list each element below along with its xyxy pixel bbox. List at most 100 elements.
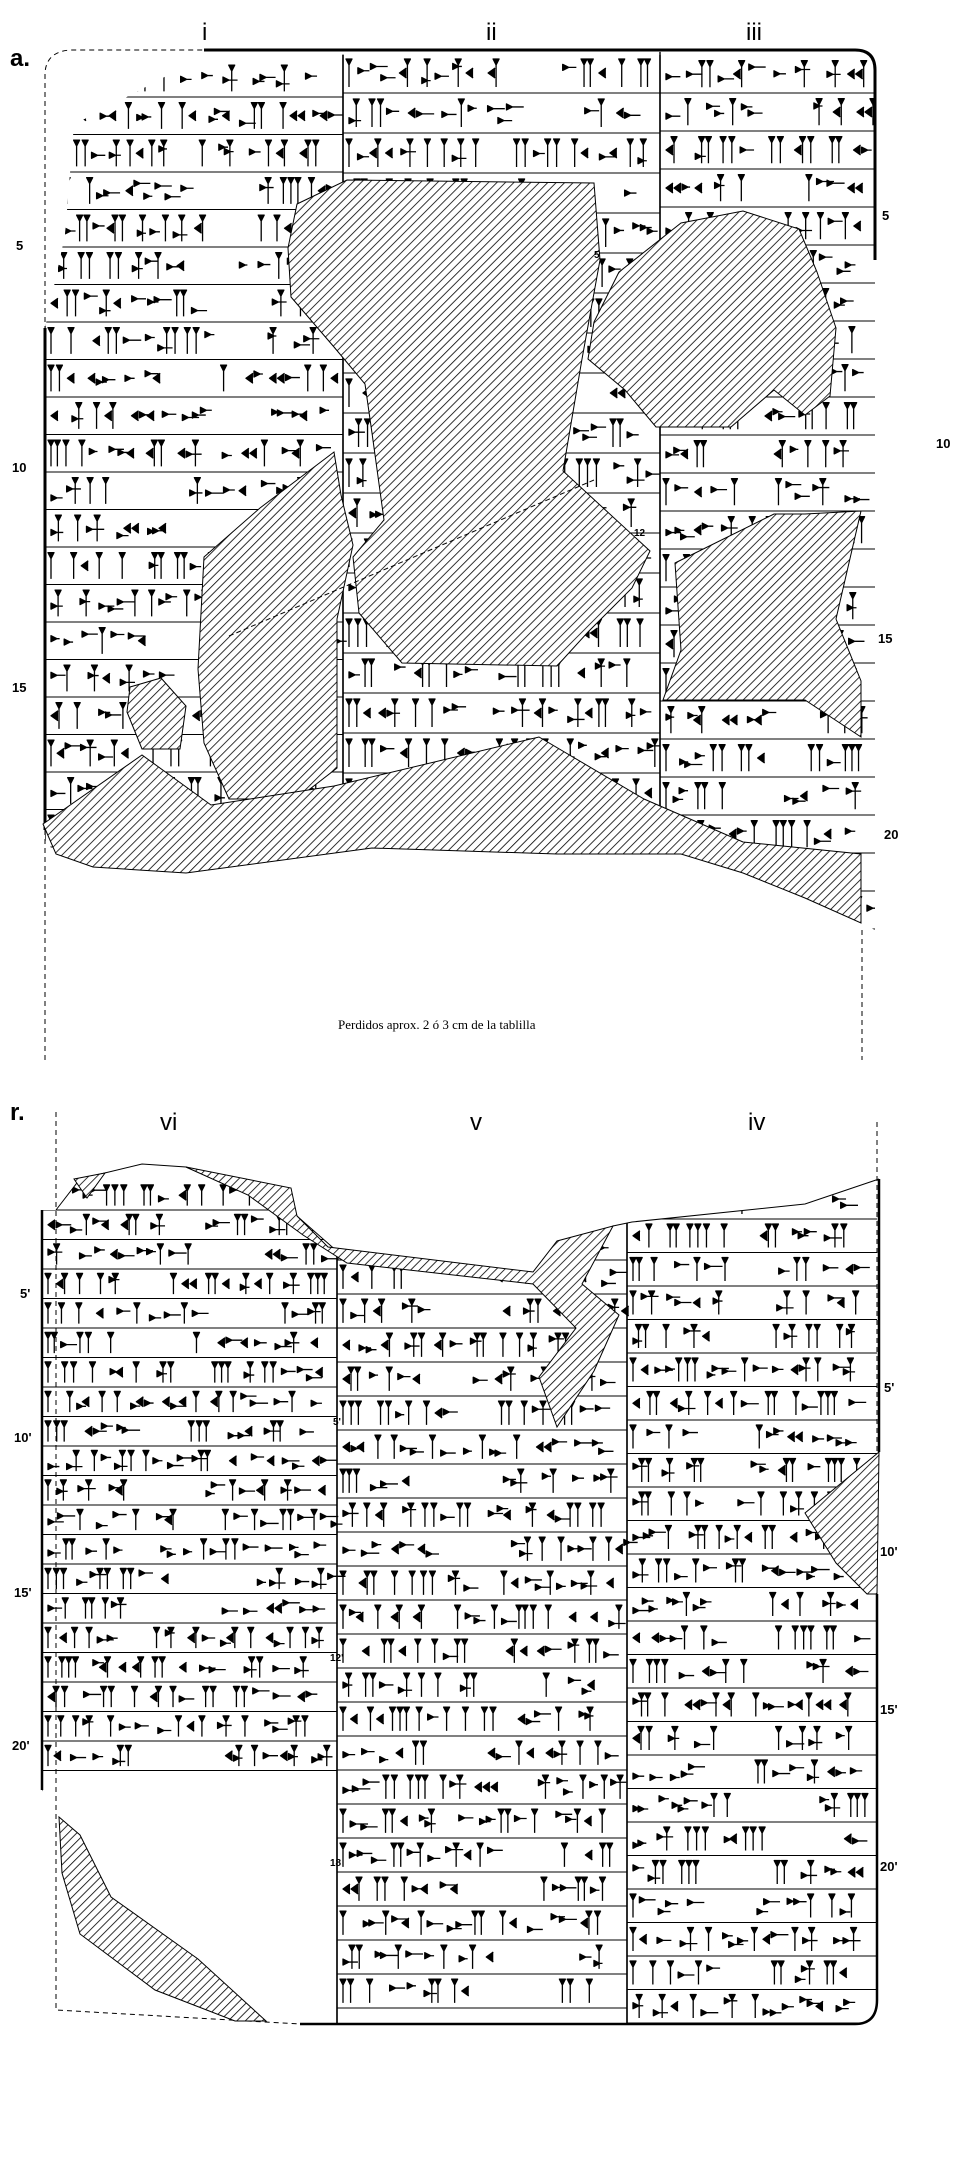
cuneiform-sign [779, 896, 788, 924]
cuneiform-sign [116, 1423, 141, 1434]
cuneiform-sign [187, 1626, 216, 1649]
cuneiform-sign [629, 1893, 656, 1918]
cuneiform-sign [499, 1910, 518, 1935]
cuneiform-sign [546, 1509, 571, 1523]
cuneiform-sign [368, 1264, 376, 1289]
cuneiform-sign [109, 1366, 124, 1378]
cuneiform-sign [92, 1656, 112, 1678]
cuneiform-sign [841, 364, 864, 392]
cuneiform-sign [623, 189, 637, 197]
cuneiform-sign [250, 1508, 279, 1531]
cuneiform-sign [827, 1766, 846, 1778]
cuneiform-sign [468, 1944, 477, 1969]
cuneiform-sign [107, 1331, 115, 1354]
cuneiform-sign [712, 1290, 723, 1315]
line-number: 10 [12, 460, 26, 475]
cuneiform-sign [156, 1243, 187, 1265]
cuneiform-sign [636, 618, 644, 647]
damage-area [73, 1172, 107, 1199]
damage-reverse [58, 1166, 880, 2022]
cuneiform-sign [161, 410, 177, 418]
cuneiform-sign [632, 1528, 666, 1542]
cuneiform-sign [154, 251, 185, 279]
cuneiform-sign [272, 1692, 291, 1700]
cuneiform-sign [828, 1893, 851, 1918]
cuneiform-sign [110, 739, 129, 767]
cuneiform-sign [157, 101, 166, 129]
cuneiform-sign [598, 147, 618, 161]
cuneiform-sign [549, 1468, 557, 1493]
cuneiform-sign [232, 1685, 270, 1708]
cuneiform-sign [310, 1399, 322, 1407]
cuneiform-sign [464, 666, 479, 674]
cuneiform-sign [560, 1842, 569, 1867]
obverse-face: a. i ii iii 5 10 15 5 10 15 20 5 12 Perd… [10, 19, 950, 1060]
cuneiform-sign [709, 1725, 718, 1750]
cuneiform-sign [268, 1567, 286, 1590]
cuneiform-sign [845, 1263, 870, 1275]
cuneiform-sign [133, 64, 149, 92]
cuneiform-sign [656, 1826, 674, 1851]
cuneiform-sign [575, 458, 601, 487]
cuneiform-sign [846, 592, 857, 620]
cuneiform-sign [848, 326, 856, 354]
cuneiform-sign [412, 1373, 421, 1385]
cuneiform-sign [558, 1978, 574, 2003]
cuneiform-sign [47, 1462, 60, 1471]
cuneiform-sign [721, 714, 738, 726]
cuneiform-sign [423, 1978, 442, 2003]
cuneiform-sign [315, 444, 332, 452]
cuneiform-sign [405, 1400, 413, 1425]
cuneiform-sign [199, 1664, 226, 1674]
cuneiform-sign [221, 1508, 248, 1531]
cuneiform-sign [771, 1365, 784, 1374]
cuneiform-sign [402, 1502, 417, 1527]
cuneiform-sign [845, 782, 862, 810]
cuneiform-sign [428, 1434, 456, 1459]
cuneiform-sign [401, 1475, 410, 1487]
cuneiform-sign [148, 589, 178, 617]
damage-area [185, 1166, 620, 1429]
cuneiform-sign [802, 1290, 810, 1315]
cuneiform-sign [515, 1740, 535, 1765]
line-number: 5' [884, 1380, 894, 1395]
inner-line-number: 5' [333, 1417, 341, 1428]
cuneiform-sign [50, 410, 59, 422]
cuneiform-sign [289, 1543, 309, 1559]
cuneiform-sign [87, 372, 116, 386]
cuneiform-sign [751, 1993, 782, 2018]
cuneiform-sign [50, 139, 63, 167]
cuneiform-sign [629, 1926, 648, 1951]
cuneiform-sign [646, 1428, 661, 1437]
cuneiform-sign [397, 1672, 413, 1697]
cuneiform-sign [471, 1910, 485, 1935]
cuneiform-sign [201, 71, 213, 80]
cuneiform-sign [99, 289, 122, 317]
cuneiform-sign [629, 1424, 637, 1449]
cuneiform-sign [311, 1455, 337, 1467]
cuneiform-sign [665, 1424, 673, 1449]
cuneiform-sign [776, 1290, 794, 1315]
cuneiform-sign [345, 618, 371, 647]
cuneiform-sign [169, 1685, 195, 1708]
cuneiform-sign [629, 1256, 643, 1281]
cuneiform-sign [76, 1508, 84, 1531]
cuneiform-sign [805, 1323, 821, 1348]
cuneiform-sign [652, 1993, 679, 2018]
cuneiform-sign [184, 1243, 192, 1265]
damage-area [58, 1815, 268, 2022]
cuneiform-sign [694, 136, 713, 164]
cuneiform-sign [380, 1638, 407, 1663]
column-label-ii: ii [486, 19, 497, 46]
cuneiform-sign [152, 1626, 175, 1649]
column-label-iii: iii [746, 19, 762, 46]
cuneiform-sign [669, 1773, 680, 1782]
cuneiform-sign [61, 1361, 78, 1383]
cuneiform-sign [823, 1223, 848, 1248]
cuneiform-sign [786, 1897, 807, 1906]
cuneiform-sign [68, 101, 87, 129]
cuneiform-sign [388, 1706, 411, 1731]
cuneiform-sign [90, 1449, 112, 1472]
cuneiform-sign [770, 1960, 785, 1985]
inner-line-number: 12' [330, 1653, 344, 1664]
